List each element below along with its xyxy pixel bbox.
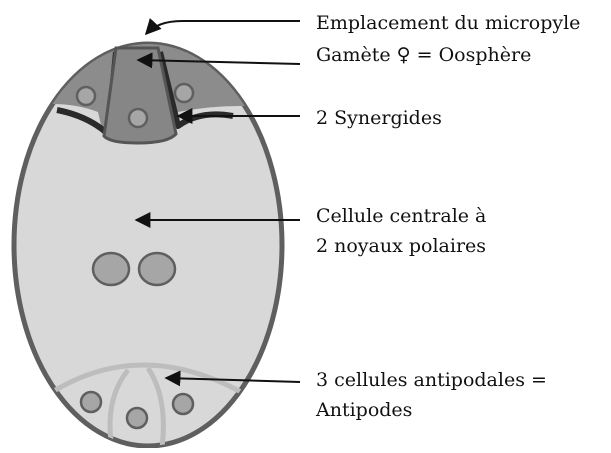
synergid-nucleus-left xyxy=(77,87,95,105)
antipodal-nucleus-1 xyxy=(81,392,101,412)
label-cellule-centrale-line1: Cellule centrale à xyxy=(316,203,486,229)
polar-nucleus-left xyxy=(93,253,129,285)
polar-nucleus-right xyxy=(139,253,175,285)
label-micropyle: Emplacement du micropyle xyxy=(316,10,580,36)
label-oosphere: Gamète ♀ = Oosphère xyxy=(316,42,531,68)
label-antipodes-line1: 3 cellules antipodales = xyxy=(316,367,547,393)
label-antipodes-line2: Antipodes xyxy=(316,397,412,423)
synergid-nucleus-right xyxy=(175,84,193,102)
antipodal-nucleus-2 xyxy=(127,408,147,428)
antipodal-nucleus-3 xyxy=(173,394,193,414)
label-synergides: 2 Synergides xyxy=(316,105,442,131)
egg-nucleus xyxy=(129,109,147,127)
label-cellule-centrale-line2: 2 noyaux polaires xyxy=(316,233,486,259)
arrow-micropyle xyxy=(146,21,300,34)
